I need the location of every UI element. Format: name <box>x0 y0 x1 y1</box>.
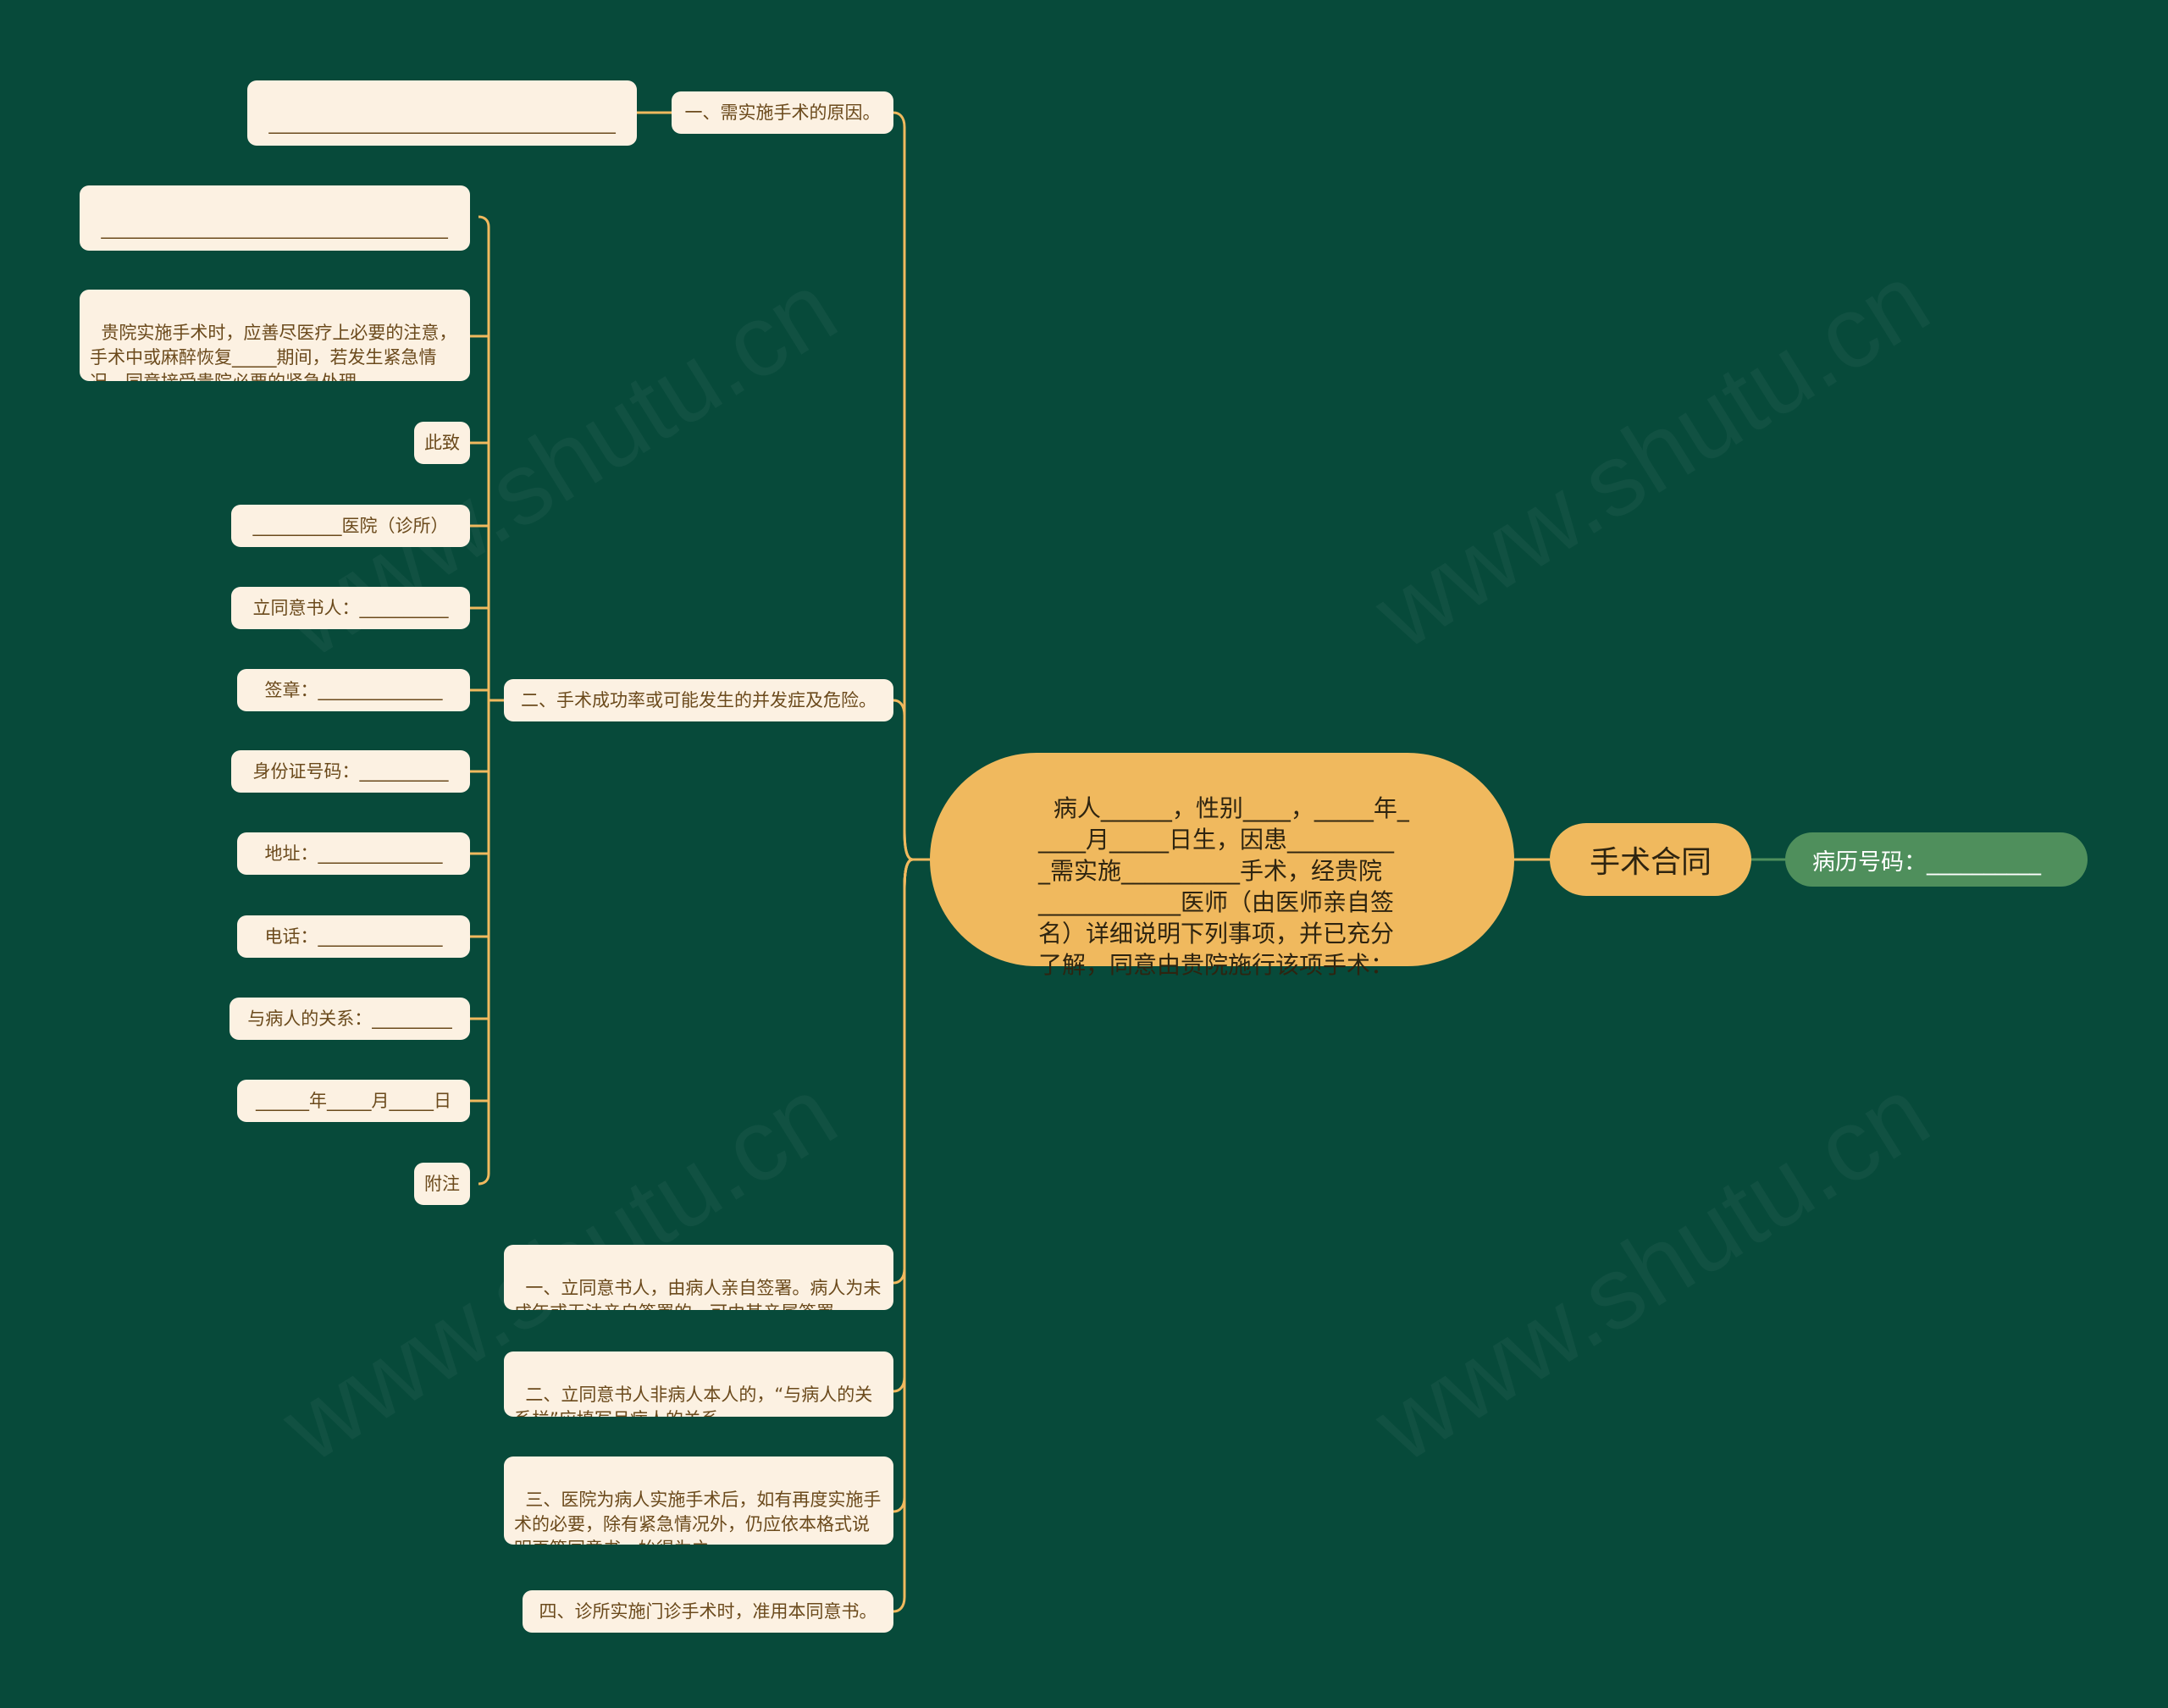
connector <box>478 700 490 1186</box>
consent-statement-node[interactable]: 病人______，性别____，_____年_ ____月_____日生，因患_… <box>930 753 1514 979</box>
date-field-node[interactable]: ______年_____月_____日 <box>237 1080 470 1122</box>
note-1-text: 一、立同意书人，由病人亲自签署。病人为未成年或无法亲自签署的，可由其亲属签署。 <box>514 1278 882 1310</box>
hospital-field-text: __________医院（诊所） <box>252 515 449 536</box>
root-label: 手术合同 <box>1589 845 1712 880</box>
risk-label: 二、手术成功率或可能发生的并发症及危险。 <box>521 689 877 710</box>
consent-statement-text: 病人______，性别____，_____年_ ____月_____日生，因患_… <box>1038 794 1409 979</box>
root-node[interactable]: 手术合同 <box>1550 823 1751 896</box>
note-3-node[interactable]: 三、医院为病人实施手术后，如有再度实施手术的必要，除有紧急情况外，仍应依本格式说… <box>504 1456 893 1545</box>
date-field-text: ______年_____月_____日 <box>256 1090 451 1111</box>
emergency-consent-text: 贵院实施手术时，应善尽医疗上必要的注意，手术中或麻醉恢复_____期间，若发生紧… <box>90 323 457 381</box>
notes-label-text: 附注 <box>424 1173 460 1194</box>
connector <box>893 699 914 861</box>
signer-field-node[interactable]: 立同意书人：__________ <box>231 587 470 629</box>
note-2-node[interactable]: 二、立同意书人非病人本人的，“与病人的关系栏”应填写月病人的关系。 <box>504 1351 893 1417</box>
address-field-text: 地址：______________ <box>264 843 443 864</box>
id-number-field-node[interactable]: 身份证号码：__________ <box>231 750 470 793</box>
signer-field-text: 立同意书人：__________ <box>252 597 449 618</box>
phone-field-text: 电话：______________ <box>264 926 443 947</box>
reason-label: 一、需实施手术的原因。 <box>684 102 881 123</box>
id-number-field-text: 身份证号码：__________ <box>252 760 449 782</box>
relationship-field-text: 与病人的关系：_________ <box>247 1008 452 1029</box>
connector <box>478 215 490 700</box>
seal-field-node[interactable]: 签章：______________ <box>237 669 470 711</box>
note-2-text: 二、立同意书人非病人本人的，“与病人的关系栏”应填写月病人的关系。 <box>514 1385 873 1417</box>
reason-branch-node[interactable]: 一、需实施手术的原因。 <box>672 91 893 134</box>
note-1-node[interactable]: 一、立同意书人，由病人亲自签署。病人为未成年或无法亲自签署的，可由其亲属签署。 <box>504 1245 893 1310</box>
address-field-node[interactable]: 地址：______________ <box>237 832 470 875</box>
phone-field-node[interactable]: 电话：______________ <box>237 915 470 958</box>
notes-label-node[interactable]: 附注 <box>414 1163 470 1205</box>
note-4-node[interactable]: 四、诊所实施门诊手术时，准用本同意书。 <box>523 1590 893 1633</box>
relationship-field-node[interactable]: 与病人的关系：_________ <box>230 998 470 1040</box>
risk-branch-node[interactable]: 二、手术成功率或可能发生的并发症及危险。 <box>504 679 893 721</box>
connector <box>893 858 914 1613</box>
record-number-node[interactable]: 病历号码：__________ <box>1785 832 2088 887</box>
risk-blank-text: _______________________________________ … <box>90 218 448 251</box>
salutation-text: 此致 <box>424 432 460 453</box>
note-4-text: 四、诊所实施门诊手术时，准用本同意书。 <box>539 1600 877 1622</box>
reason-detail-text: _______________________________________ … <box>257 113 616 146</box>
seal-field-text: 签章：______________ <box>264 679 443 700</box>
hospital-field-node[interactable]: __________医院（诊所） <box>231 505 470 547</box>
note-3-text: 三、医院为病人实施手术后，如有再度实施手术的必要，除有紧急情况外，仍应依本格式说… <box>514 1490 882 1545</box>
emergency-consent-node[interactable]: 贵院实施手术时，应善尽医疗上必要的注意，手术中或麻醉恢复_____期间，若发生紧… <box>80 290 470 381</box>
reason-detail-node[interactable]: _______________________________________ … <box>247 80 637 146</box>
record-number-label: 病历号码：__________ <box>1812 848 2041 876</box>
salutation-node[interactable]: 此致 <box>414 422 470 464</box>
risk-blank-node[interactable]: _______________________________________ … <box>80 185 470 251</box>
